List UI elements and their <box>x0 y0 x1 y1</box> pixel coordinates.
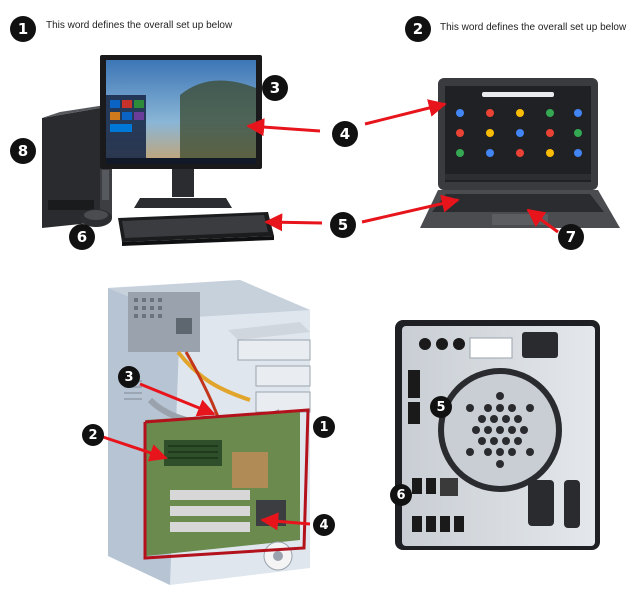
callout-badge-3-monitor: 3 <box>262 75 288 101</box>
laptop <box>420 78 620 228</box>
callout-badge-7-trackpad: 7 <box>558 224 584 250</box>
callout-badge-1-header: 1 <box>10 16 36 42</box>
callout-badge-3-psu: 3 <box>118 366 140 388</box>
desktop-monitor <box>100 55 262 208</box>
right-caption: This word defines the overall set up bel… <box>440 22 627 33</box>
tower-internals <box>108 280 311 585</box>
callout-badge-6-usb: 6 <box>390 484 412 506</box>
left-caption: This word defines the overall set up bel… <box>46 20 233 31</box>
rear-panel <box>395 320 600 550</box>
callout-badge-4-screen: 4 <box>332 121 358 147</box>
callout-badge-1-case: 1 <box>313 416 335 438</box>
callout-badge-2-memory: 2 <box>82 424 104 446</box>
callout-badge-4-motherboard: 4 <box>313 514 335 536</box>
callout-badge-6-mouse: 6 <box>69 224 95 250</box>
callout-badge-5-keyboard: 5 <box>330 212 356 238</box>
motherboard-outline <box>143 408 310 560</box>
keyboard <box>118 212 274 246</box>
mouse <box>80 209 112 227</box>
callout-badge-8-tower: 8 <box>10 138 36 164</box>
callout-badge-2-header: 2 <box>405 16 431 42</box>
callout-badge-5-fan: 5 <box>430 396 452 418</box>
callout-arrows <box>99 99 559 531</box>
